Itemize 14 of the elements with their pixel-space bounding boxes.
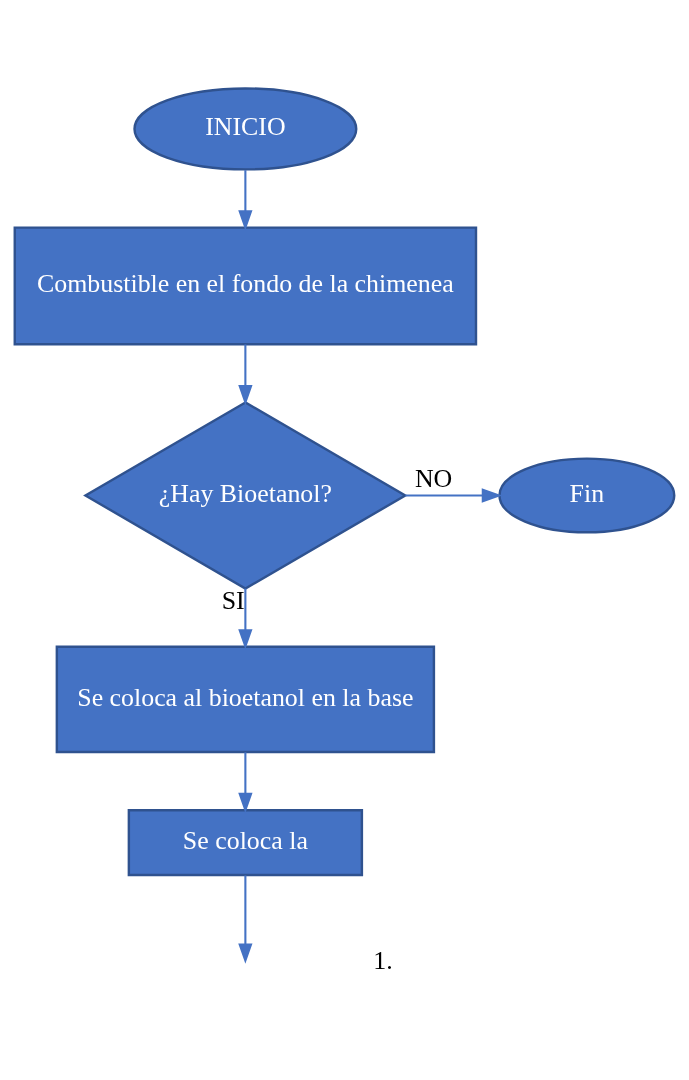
node-box: Se coloca al bioetanol en la base	[55, 645, 436, 754]
arrow	[238, 752, 253, 814]
node-diamond: ¿Hay Bioetanol?	[83, 401, 408, 590]
label: 1.	[373, 945, 393, 975]
arrow	[238, 170, 253, 231]
node-ellipse: Fin	[498, 457, 676, 534]
arrow	[238, 588, 253, 650]
arrow	[405, 488, 503, 503]
arrow	[238, 344, 253, 406]
node-box: Combustible en el fondo de la chimenea	[13, 226, 478, 346]
node-ellipse: INICIO	[133, 87, 358, 171]
arrow	[238, 875, 253, 964]
edge-label: NO	[414, 464, 453, 494]
node-box: Se coloca la	[127, 809, 364, 877]
